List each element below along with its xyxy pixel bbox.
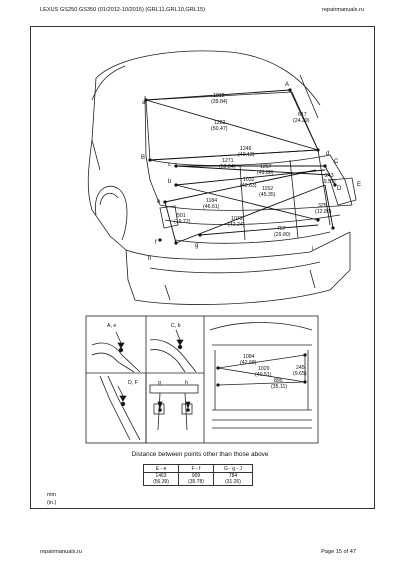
- point-C: C: [334, 159, 339, 165]
- table-row: 1463 (56.39) 909 (35.78) 784 (31.26): [143, 472, 253, 486]
- point-e: e: [157, 199, 161, 205]
- dim-1152: 1152: [262, 186, 273, 192]
- dim-1152-in: (45.35): [259, 192, 276, 198]
- dim-245-in: (9.65): [293, 371, 307, 377]
- dim-1032: 1032: [243, 177, 255, 183]
- point-d: d: [326, 151, 329, 157]
- dim-245: 245: [296, 365, 305, 371]
- dim-1271-in: (50.04): [219, 164, 236, 170]
- distance-table: E - e F - f G - g - J 1463 (56.39) 909 (…: [143, 464, 253, 486]
- table-cell: 784 (31.26): [213, 472, 253, 486]
- dim-1084: 1084: [243, 354, 255, 360]
- table-cell: 909 (35.78): [178, 472, 214, 486]
- detail-label-g: g: [158, 380, 161, 386]
- detail-label-ae: A, e: [107, 323, 116, 329]
- mm-value: 909: [191, 473, 201, 479]
- detail-label-df: D, F: [128, 380, 138, 386]
- dim-757: 757: [277, 226, 286, 232]
- table-header: G - g - J: [213, 464, 253, 473]
- inch-value: (31.26): [225, 479, 241, 485]
- point-E: E: [357, 182, 361, 188]
- page-number: Page 15 of 47: [321, 549, 356, 555]
- dim-1029-in: (40.51): [255, 372, 272, 378]
- dim-1084-in: (42.68): [240, 360, 257, 366]
- detail-label-cb: C, b: [171, 323, 181, 329]
- table-header: F - f: [178, 464, 214, 473]
- point-i: i: [312, 246, 313, 252]
- table-header: E - e: [143, 464, 179, 473]
- dim-325: 325: [318, 203, 327, 209]
- dim-1184-in: (46.61): [203, 204, 220, 210]
- point-c: c: [168, 162, 171, 168]
- dim-1246: 1246: [240, 146, 252, 152]
- point-a: a: [142, 100, 146, 106]
- dim-1267-in: (49.88): [257, 170, 274, 176]
- unit-mm: mm: [47, 492, 56, 498]
- mm-value: 1463: [155, 473, 167, 479]
- inch-value: (56.39): [153, 479, 169, 485]
- document-title: LEXUS GS250 GS350 (01/2012-10/2015) (GRL…: [40, 7, 206, 13]
- table-header-row: E - e F - f G - g - J: [143, 464, 253, 473]
- dim-501-in: (19.72): [174, 219, 191, 225]
- dim-325-in: (12.80): [315, 209, 332, 215]
- table-cell: 1463 (56.39): [143, 472, 179, 486]
- point-D: D: [337, 186, 342, 192]
- dim-1246-in: (49.13): [238, 152, 255, 158]
- point-g: g: [195, 243, 198, 249]
- point-A: A: [285, 82, 289, 88]
- dim-1282: 1282: [214, 120, 226, 126]
- dim-1271: 1271: [222, 158, 234, 164]
- dim-243-in: (9.57): [322, 179, 336, 185]
- dim-895-in: (35.11): [271, 384, 287, 390]
- dim-757-in: (29.80): [274, 232, 291, 238]
- point-b: b: [168, 179, 172, 185]
- dim-1267: 1267: [260, 164, 272, 170]
- dim-1282-in: (50.47): [211, 126, 228, 132]
- footer-site: repairmanuals.ru: [40, 549, 82, 555]
- inch-value: (35.78): [188, 479, 204, 485]
- dim-895: 895: [274, 378, 283, 384]
- distance-title: Distance between points other than those…: [131, 451, 269, 458]
- point-f: f: [155, 240, 157, 246]
- dim-1073-in: (42.24): [228, 222, 245, 228]
- dim-501: 501: [177, 213, 186, 219]
- dim-243: 243: [325, 173, 334, 179]
- mm-value: 784: [228, 473, 238, 479]
- dim-1012: 1012: [213, 93, 225, 99]
- dim-617: 617: [298, 112, 307, 118]
- dim-1073: 1073: [231, 216, 243, 222]
- point-B: B: [141, 155, 145, 161]
- site-name: repairmanuals.ru: [322, 7, 364, 13]
- dim-1032-in: (40.63): [240, 183, 257, 189]
- detail-label-h: h: [185, 380, 188, 386]
- diagram-frame: [30, 26, 375, 509]
- dim-1029: 1029: [258, 366, 270, 372]
- point-h: h: [148, 256, 151, 262]
- dim-617-in: (24.29): [293, 118, 310, 124]
- unit-in: (in.): [47, 500, 57, 506]
- dim-1012-in: (39.84): [211, 99, 228, 105]
- dim-1184: 1184: [206, 198, 217, 204]
